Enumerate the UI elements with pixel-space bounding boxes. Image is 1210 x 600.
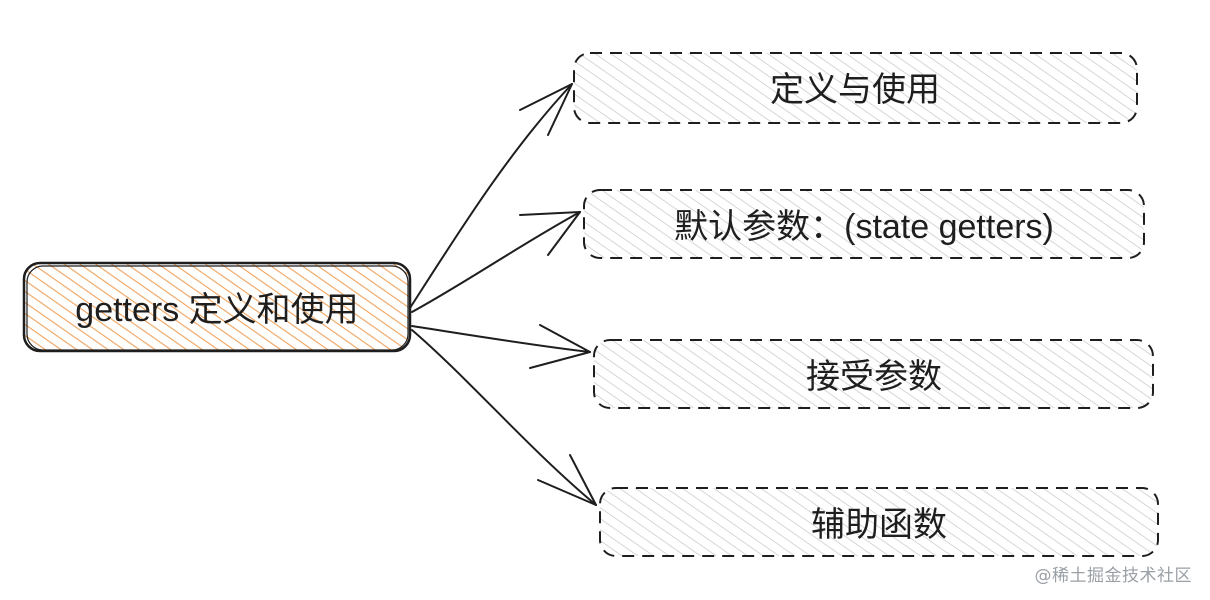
arrow-to-child-3 xyxy=(411,324,591,369)
arrow-to-child-4 xyxy=(411,329,597,506)
child-node-label-4: 辅助函数 xyxy=(811,506,947,544)
child-node-1: 定义与使用 xyxy=(573,52,1138,124)
arrow-to-child-2 xyxy=(411,211,581,313)
child-node-4: 辅助函数 xyxy=(599,487,1159,557)
root-node-label: getters 定义和使用 xyxy=(75,291,358,329)
root-node: getters 定义和使用 xyxy=(22,261,412,353)
arrow-to-child-1 xyxy=(409,83,573,309)
child-node-3: 接受参数 xyxy=(593,339,1154,409)
arrows xyxy=(409,83,597,506)
watermark: @稀土掘金技术社区 xyxy=(1034,566,1192,586)
child-node-label-1: 定义与使用 xyxy=(770,71,940,109)
child-node-label-2: 默认参数：(state getters) xyxy=(674,208,1054,246)
child-node-2: 默认参数：(state getters) xyxy=(583,189,1145,259)
child-node-label-3: 接受参数 xyxy=(806,358,942,396)
